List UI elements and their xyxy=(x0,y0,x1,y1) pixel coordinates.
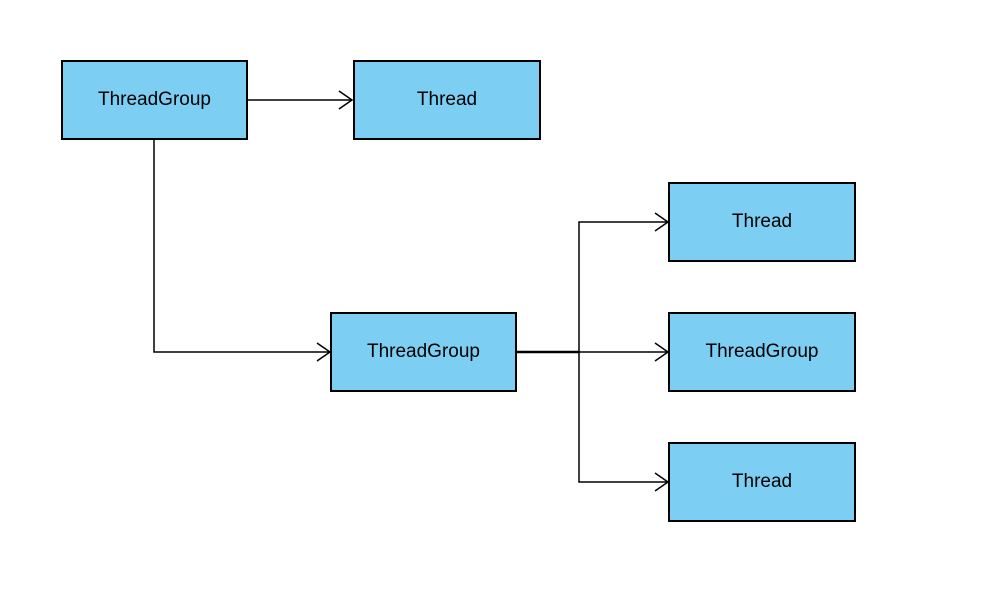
edge-mid-to-thread-right-top xyxy=(517,212,670,353)
node-thread-right-top: Thread xyxy=(668,182,856,262)
node-thread-right-bottom: Thread xyxy=(668,442,856,522)
edge-root-to-mid-threadgroup xyxy=(153,140,332,362)
node-threadgroup-root: ThreadGroup xyxy=(61,60,248,140)
edge-mid-to-thread-right-bottom xyxy=(517,351,670,492)
node-thread-top: Thread xyxy=(353,60,541,140)
node-threadgroup-right: ThreadGroup xyxy=(668,312,856,392)
node-threadgroup-middle: ThreadGroup xyxy=(330,312,517,392)
